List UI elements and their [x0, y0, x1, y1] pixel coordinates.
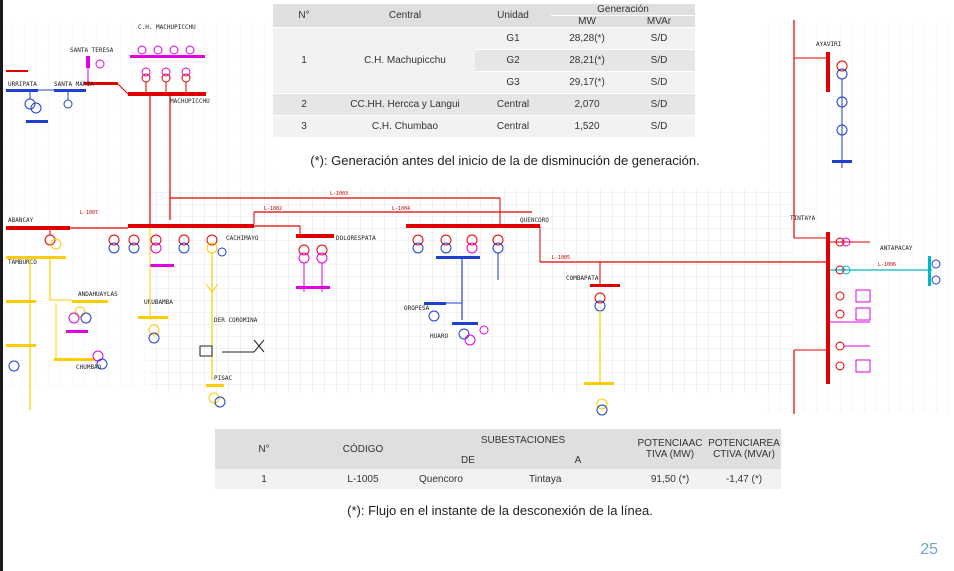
flow-header-subestaciones: SUBESTACIONES	[413, 429, 633, 452]
diagram-grid-right	[760, 20, 950, 415]
gen-cell-n: 1	[273, 27, 335, 94]
machupicchu-substation: C.H. MACHUPICCHU MACHUPICCHU	[128, 24, 210, 228]
bus-label-urubamba: URUBAMBA	[144, 299, 173, 306]
bus-label-cachimayo: CACHIMAYO	[226, 235, 259, 242]
santa-teresa-substation: SANTA TERESA	[70, 47, 129, 95]
ayaviri-substation: AYAVIRI	[794, 41, 852, 168]
bus-label-machupicchu: MACHUPICCHU	[170, 98, 210, 105]
bus-label-oropesa: OROPESA	[404, 305, 430, 312]
line-label-l1004: L-1004	[392, 206, 410, 212]
flow-header-potencia-activa: POTENCIAAC TIVA (MW)	[633, 429, 707, 469]
gen-cell-central: CC.HH. Hercca y Langui	[335, 93, 475, 116]
gen-header-mvar: MVAr	[623, 15, 695, 28]
gen-cell-unidad: G2	[475, 49, 551, 72]
line-label-l1007: L-1007	[80, 210, 98, 216]
antapaccay-substation: ANTAPACAY	[880, 245, 941, 286]
dolorespata-substation: DOLORESPATA	[296, 226, 376, 292]
gen-cell-mw: 28,28(*)	[551, 27, 623, 50]
line-label-l1003: L-1003	[330, 191, 348, 197]
gen-cell-mw: 1,520	[551, 115, 623, 138]
gen-cell-unidad: Central	[475, 93, 551, 116]
line-flow-table: N° CÓDIGO SUBESTACIONES POTENCIAAC TIVA …	[215, 429, 781, 489]
flow-header-de: DE	[413, 451, 523, 469]
flow-header-n: N°	[215, 429, 313, 469]
gen-header-n: N°	[273, 4, 335, 28]
gen-cell-mvar: S/D	[623, 71, 695, 94]
gen-cell-mw: 29,17(*)	[551, 71, 623, 94]
flow-cell-potencia-activa: 91,50 (*)	[633, 469, 707, 489]
line-label-l1006: L-1006	[878, 262, 896, 268]
flow-note: (*): Flujo en el instante de la desconex…	[347, 503, 653, 518]
flow-cell-codigo: L-1005	[313, 469, 413, 489]
gen-cell-unidad: G3	[475, 71, 551, 94]
bus-label-ayaviri: AYAVIRI	[816, 41, 842, 48]
flow-cell-de: Quencoro	[413, 469, 523, 489]
table-row: 3 C.H. Chumbao Central 1,520 S/D	[273, 115, 695, 138]
diagram-grid-left	[5, 18, 273, 388]
gen-cell-mvar: S/D	[623, 27, 695, 50]
bus-label-quencoro: QUENCORO	[520, 217, 549, 224]
flow-cell-potencia-reactiva: -1,47 (*)	[707, 469, 781, 489]
bus-label-urripata: URRIPATA	[8, 81, 37, 88]
generation-table: N° Central Unidad Generación MW MVAr 1 C…	[273, 4, 695, 138]
bus-label-abancay: ABANCAY	[8, 217, 34, 224]
gen-header-generacion: Generación	[551, 4, 695, 16]
gen-cell-mw: 2,070	[551, 93, 623, 116]
flow-cell-n: 1	[215, 469, 313, 489]
andahuaylas-substation: ANDAHUAYLAS CHUMBAO	[50, 291, 118, 371]
quencoro-substation: QUENCORO L-1004 L-1005	[392, 206, 830, 320]
gen-header-unidad: Unidad	[475, 4, 551, 28]
table-row: 1 C.H. Machupicchu G1 28,28(*) S/D	[273, 27, 695, 94]
flow-cell-a: Tintaya	[523, 469, 633, 489]
urripata-substation: URRIPATA SANTA MARIA	[6, 70, 94, 123]
bus-label-der-coromina: DER COROMINA	[214, 317, 258, 324]
bus-label-andahuaylas: ANDAHUAYLAS	[78, 291, 118, 298]
slide-left-border	[0, 0, 3, 571]
flow-header-codigo: CÓDIGO	[313, 429, 413, 469]
gen-header-central: Central	[335, 4, 475, 28]
line-label-l1002: L-1002	[264, 206, 282, 212]
line-label-l1005: L-1005	[552, 255, 570, 261]
gen-cell-central: C.H. Machupicchu	[335, 27, 475, 94]
gen-cell-mvar: S/D	[623, 115, 695, 138]
bus-label-tintaya: TINTAYA	[790, 215, 816, 222]
bus-label-santa-teresa: SANTA TERESA	[70, 47, 114, 54]
bus-label-combapata: COMBAPATA	[566, 275, 599, 282]
tintaya-substation: TINTAYA L-1006	[790, 20, 932, 414]
flow-header-potencia-reactiva: POTENCIAREA CTIVA (MVAr)	[707, 429, 781, 469]
gen-cell-n: 3	[273, 115, 335, 138]
bus-label-chumbao: CHUMBAO	[76, 364, 102, 371]
bus-label-pisac: PISAC	[214, 375, 232, 382]
table-row: G3 29,17(*) S/D	[273, 71, 695, 94]
bus-label-tamburco: TAMBURCO	[8, 259, 37, 266]
gen-header-mw: MW	[551, 15, 623, 28]
bus-label-antapaccay: ANTAPACAY	[880, 245, 913, 252]
gen-cell-central: C.H. Chumbao	[335, 115, 475, 138]
bus-label-dolorespata: DOLORESPATA	[336, 235, 376, 242]
table-row: G2 28,21(*) S/D	[273, 49, 695, 72]
flow-header-a: A	[523, 451, 633, 469]
cachimayo-substation: CACHIMAYO L-1002 L-1003 DER COROMINA PIS…	[108, 191, 532, 408]
bus-label-huaro: HUARO	[430, 333, 448, 340]
combapata-substation: COMBAPATA	[566, 262, 620, 416]
oropesa-substation: OROPESA HUARO	[404, 302, 489, 346]
table-row: 1 L-1005 Quencoro Tintaya 91,50 (*) -1,4…	[215, 469, 781, 489]
generation-note: (*): Generación antes del inicio de la d…	[310, 153, 700, 168]
gen-cell-mw: 28,21(*)	[551, 49, 623, 72]
gen-cell-n: 2	[273, 93, 335, 116]
bus-label-machupicchu-top: C.H. MACHUPICCHU	[138, 24, 196, 31]
gen-cell-mvar: S/D	[623, 93, 695, 116]
abancay-substation: ABANCAY L-1007 TAMBURCO	[6, 210, 128, 410]
gen-cell-mvar: S/D	[623, 49, 695, 72]
urubamba-substation: URUBAMBA	[138, 228, 173, 344]
gen-cell-unidad: G1	[475, 27, 551, 50]
table-row: 2 CC.HH. Hercca y Langui Central 2,070 S…	[273, 93, 695, 116]
gen-cell-unidad: Central	[475, 115, 551, 138]
page-number: 25	[920, 541, 938, 558]
bus-label-santa-maria: SANTA MARIA	[54, 81, 94, 88]
